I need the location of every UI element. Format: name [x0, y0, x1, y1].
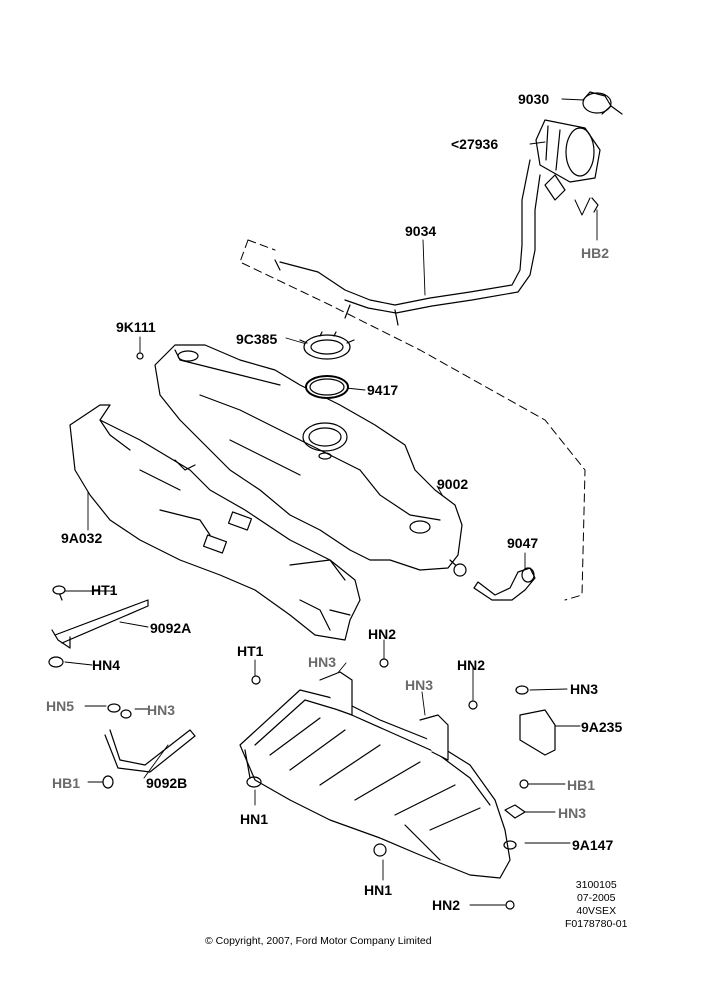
document-codes: 3100105 07-2005 40VSEX F0178780-01: [565, 879, 627, 931]
label-9092b: 9092B: [146, 775, 188, 791]
label-9002: 9002: [437, 476, 469, 492]
label-hn4: HN4: [92, 657, 121, 673]
fuel-tank: [154, 344, 467, 577]
hose: [473, 567, 536, 601]
label-hn3: HN3: [570, 681, 599, 697]
strap-9092b: [102, 703, 196, 789]
label-27936: <27936: [451, 136, 499, 152]
leader-lines: [64, 98, 598, 906]
label-hn1: HN1: [240, 811, 269, 827]
label-9047: 9047: [507, 535, 539, 551]
fuel-cap: [582, 91, 623, 115]
label-9a235: 9A235: [581, 719, 623, 735]
skid-plate: [239, 689, 517, 879]
o-ring: [305, 375, 349, 399]
strap-9092a: [48, 585, 149, 668]
label-ht1: HT1: [237, 643, 264, 659]
label-9c385: 9C385: [236, 331, 278, 347]
label-9a032: 9A032: [61, 530, 103, 546]
filler-pipe: [274, 159, 566, 326]
label-hn2: HN2: [457, 657, 486, 673]
lock-ring: [299, 331, 355, 360]
label-hn3: HN3: [405, 677, 434, 693]
heat-shield: [69, 404, 361, 641]
label-hb1: HB1: [52, 775, 81, 791]
label-9092a: 9092A: [150, 620, 192, 636]
label-hn3: HN3: [147, 702, 176, 718]
label-hn2: HN2: [432, 897, 461, 913]
bolts: [136, 352, 529, 910]
code-line: 07-2005: [576, 892, 616, 904]
label-hb1: HB1: [567, 777, 596, 793]
dashed-outline-top: [247, 239, 276, 251]
label-ht1: HT1: [91, 582, 118, 598]
label-hn2: HN2: [368, 626, 397, 642]
code-line: 40VSEX: [576, 905, 617, 917]
label-9417: 9417: [367, 382, 399, 398]
label-hb2: HB2: [581, 245, 610, 261]
bracket-9a235: [515, 685, 556, 756]
code-line: 3100105: [575, 879, 617, 891]
label-9030: 9030: [518, 91, 550, 107]
label-9k111: 9K111: [116, 319, 156, 335]
label-hn3: HN3: [558, 805, 587, 821]
label-hn1: HN1: [364, 882, 393, 898]
dashed-outline: [239, 239, 586, 601]
code-line: F0178780-01: [565, 918, 628, 930]
label-hn5: HN5: [46, 698, 75, 714]
copyright-notice: © Copyright, 2007, Ford Motor Company Li…: [205, 935, 432, 947]
label-9034: 9034: [405, 223, 437, 239]
label-9a147: 9A147: [572, 837, 614, 853]
filler-housing: [535, 119, 601, 183]
label-hn3: HN3: [308, 654, 337, 670]
